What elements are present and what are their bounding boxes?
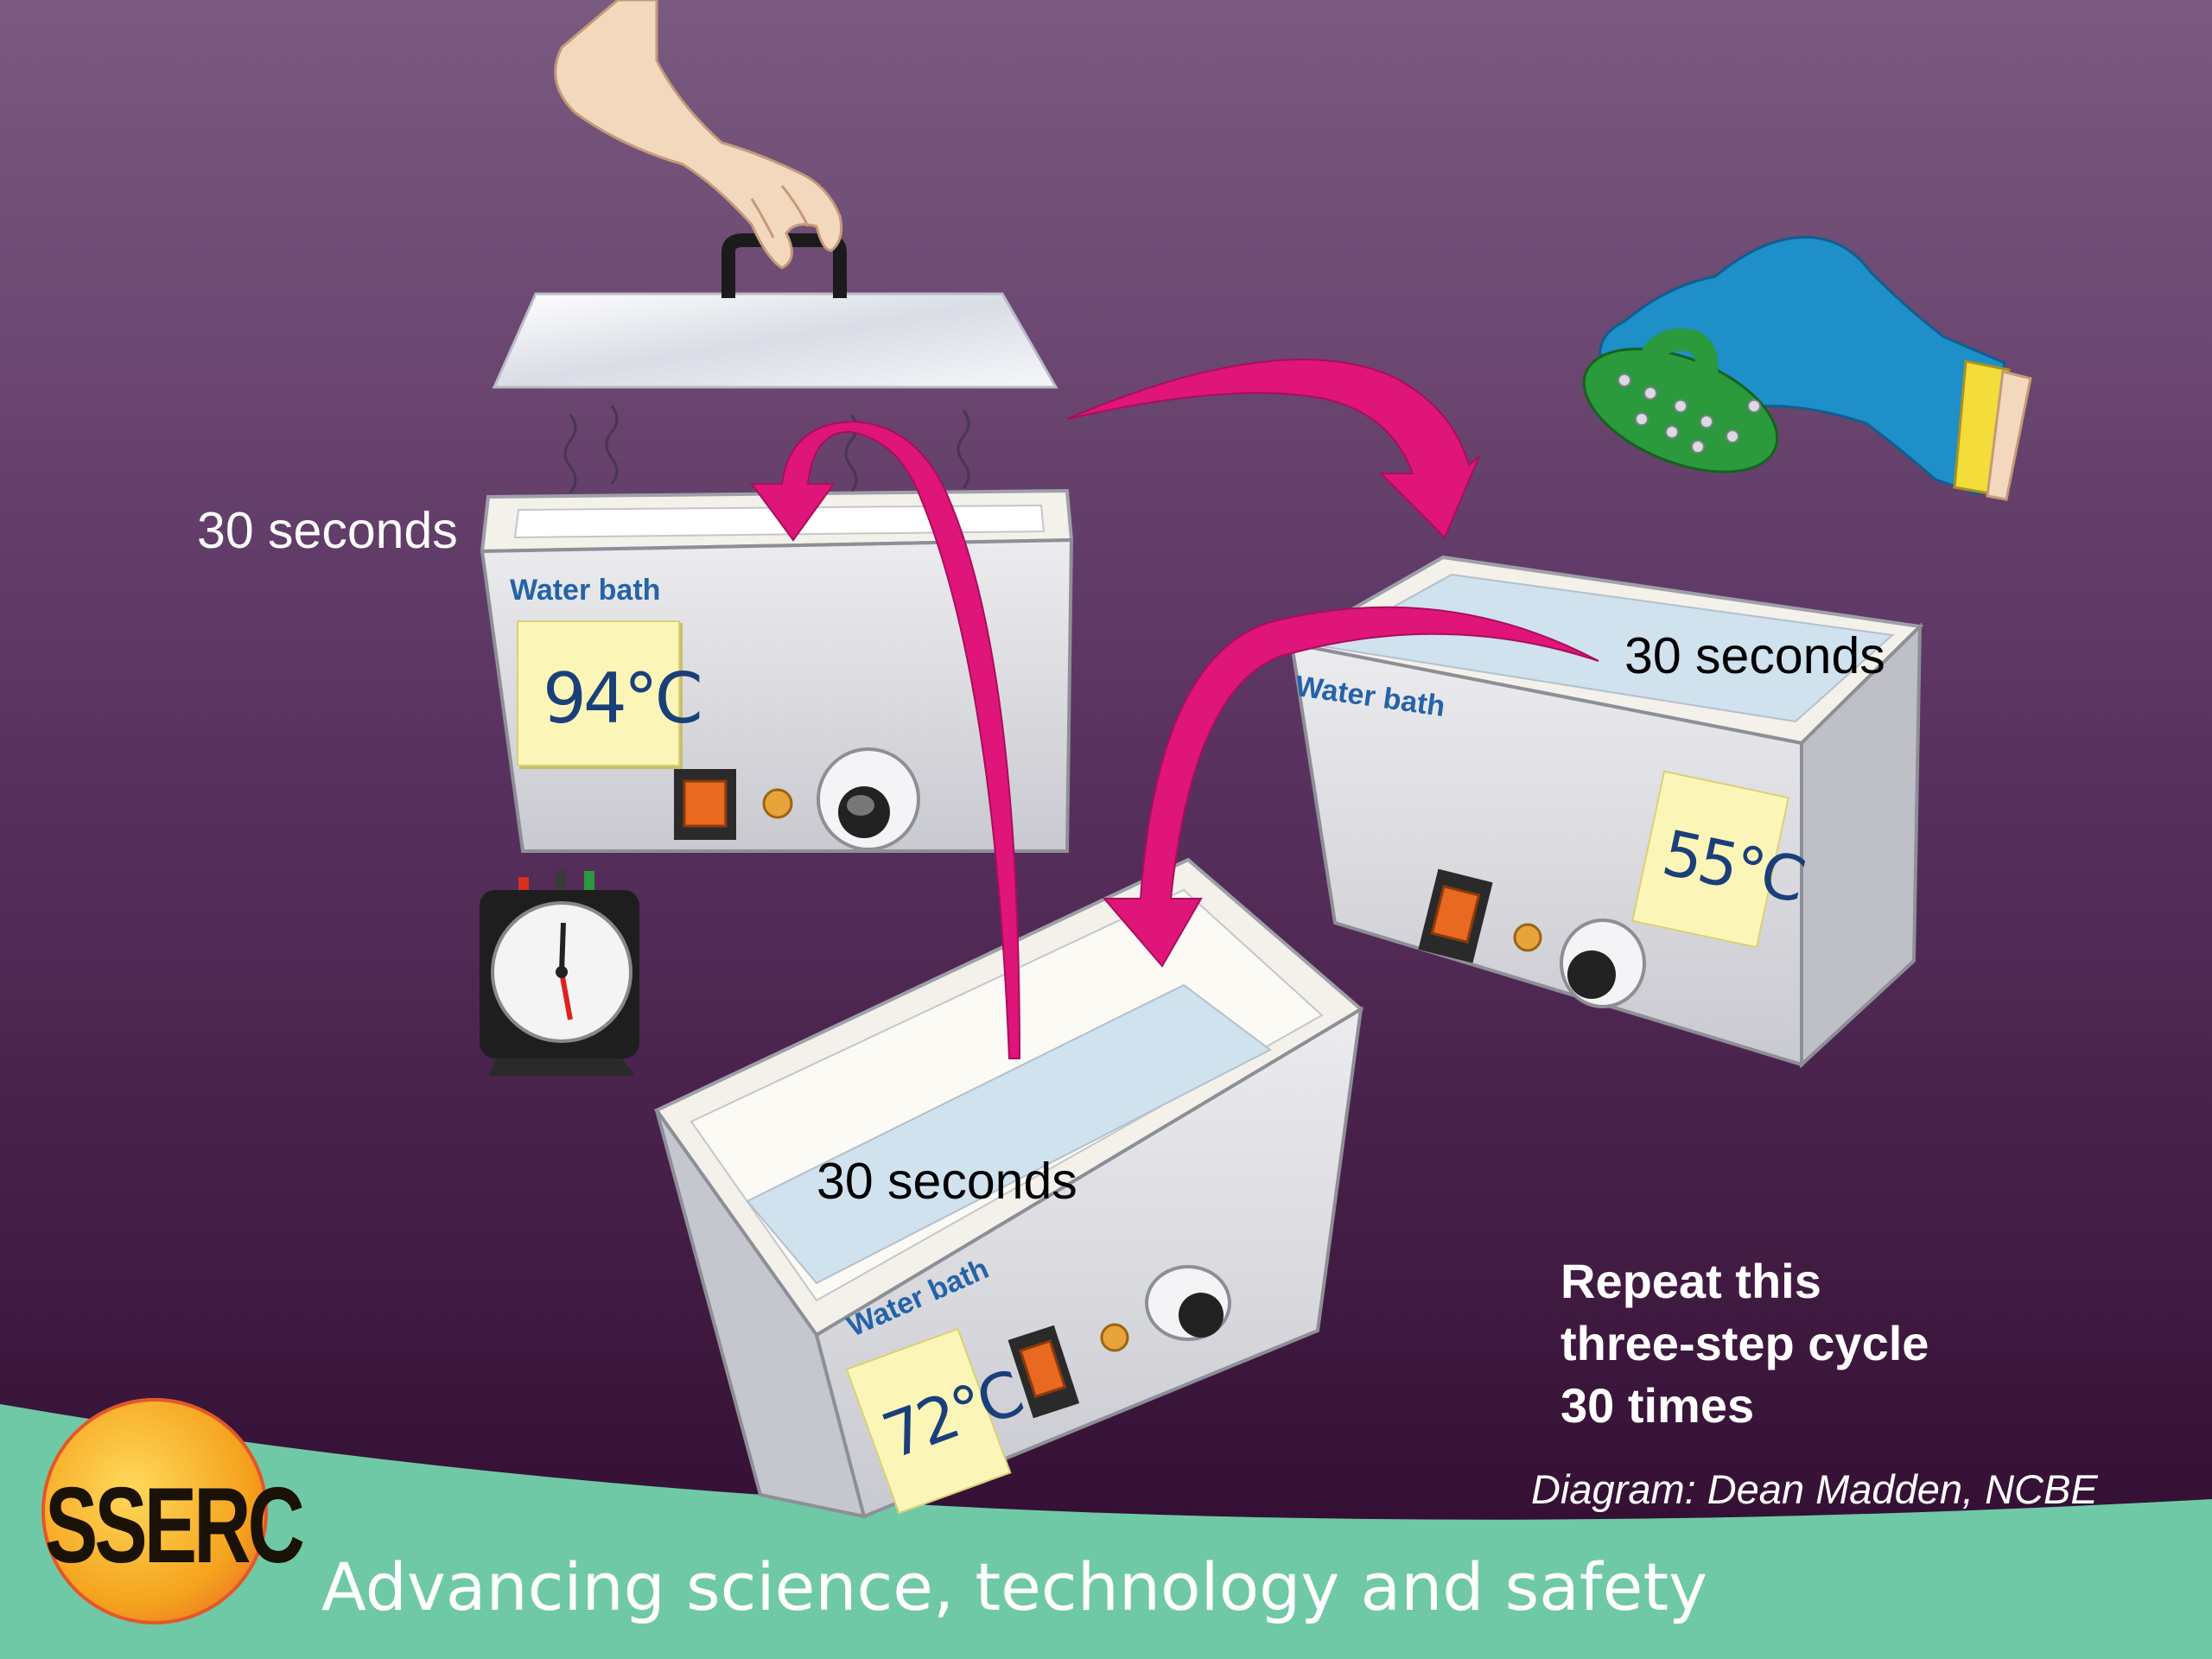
bath-94-brand: Water bath: [510, 574, 661, 607]
footer-slogan: Advancing science, technology and safety: [321, 1548, 1708, 1625]
lid-with-hand: [492, 0, 1058, 493]
arrow-94-to-55: [1066, 359, 1480, 539]
instruction-line-1: Repeat this: [1560, 1254, 1821, 1308]
arrow-72-to-94: [750, 420, 1021, 1059]
bath-94-temperature: 94°C: [543, 658, 703, 739]
bath-94-note: 94°C: [517, 620, 703, 766]
cycle-arrows: [750, 359, 1599, 1059]
diagram-credit: Diagram: Dean Madden, NCBE: [1531, 1466, 2098, 1512]
label-30-seconds-bottom: 30 seconds: [817, 1153, 1077, 1210]
instruction-line-3: 30 times: [1560, 1378, 1755, 1433]
sserc-logo-text: SSERC: [45, 1466, 305, 1586]
arrow-55-to-72: [1102, 606, 1599, 968]
gloved-hand-with-tube-rack: [1582, 236, 2032, 501]
label-30-seconds-top-left: 30 seconds: [197, 502, 458, 559]
footer-band: [0, 1404, 2212, 1659]
instruction-line-2: three-step cycle: [1560, 1316, 1929, 1370]
water-bath-55: [1287, 555, 1924, 1069]
label-30-seconds-right: 30 seconds: [1624, 627, 1885, 684]
timer-clock: [480, 871, 639, 1076]
sserc-logo: SSERC: [41, 1398, 305, 1624]
